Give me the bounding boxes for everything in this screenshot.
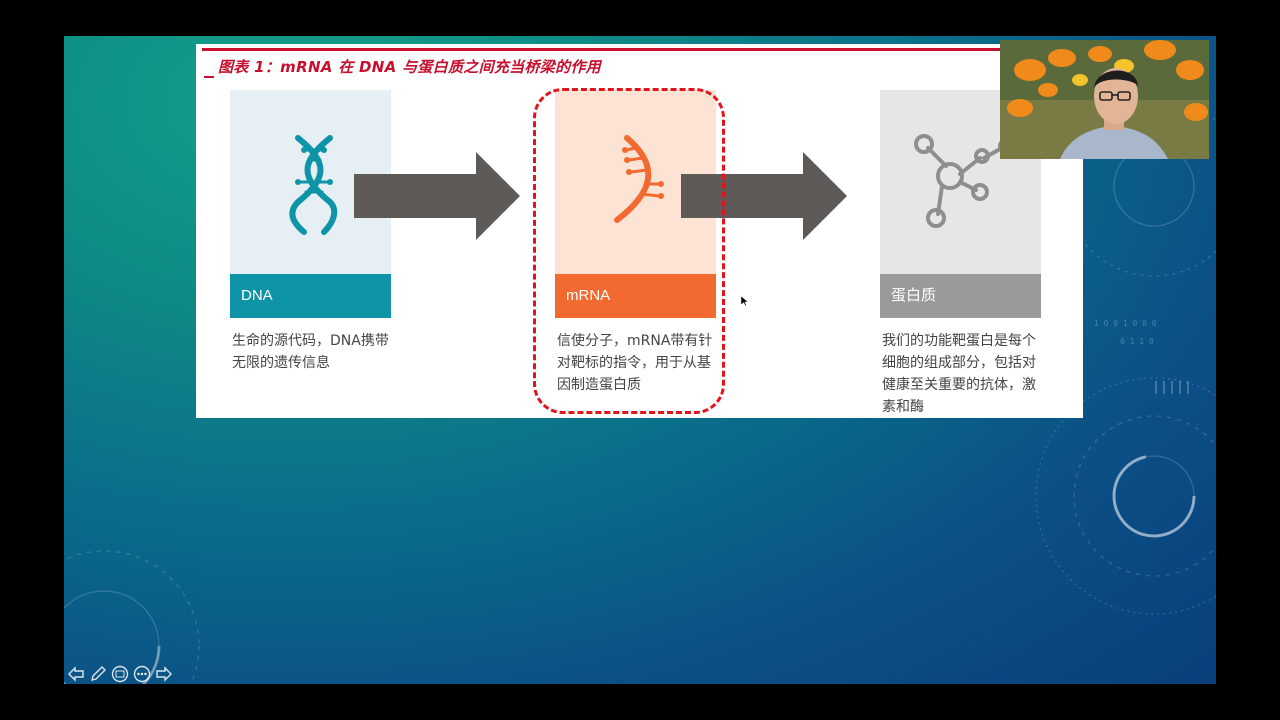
figure-title-mark xyxy=(204,76,214,78)
figure-title: 图表 1：mRNA 在 DNA 与蛋白质之间充当桥梁的作用 xyxy=(218,58,601,76)
dna-card-label: DNA xyxy=(230,274,391,318)
translation-label: 翻译 xyxy=(732,225,766,245)
next-slide-icon[interactable] xyxy=(154,664,174,684)
dna-helix-icon xyxy=(289,135,338,235)
slides-view-icon[interactable] xyxy=(110,664,130,684)
previous-slide-icon[interactable] xyxy=(66,664,86,684)
mrna-description: 信使分子，mRNA带有针对靶标的指令，用于从基因制造蛋白质 xyxy=(557,333,713,393)
more-options-icon[interactable] xyxy=(132,664,152,684)
mrna-highlight-outline xyxy=(533,88,725,414)
presenter-video-feed xyxy=(1000,40,1209,159)
mrna-card-label: mRNA xyxy=(555,274,716,318)
dna-card-image xyxy=(230,90,391,274)
presenter-webcam xyxy=(1000,40,1209,159)
dna-description: 生命的源代码，DNA携带无限的遗传信息 xyxy=(232,333,389,371)
mouse-cursor xyxy=(741,296,749,306)
mrna-strand-icon xyxy=(614,135,664,223)
protein-card-label: 蛋白质 xyxy=(880,274,1041,318)
figure-title-rule xyxy=(202,48,1083,51)
figure-panel: 图表 1：mRNA 在 DNA 与蛋白质之间充当桥梁的作用 xyxy=(196,44,1083,418)
pen-icon[interactable] xyxy=(88,664,108,684)
presentation-toolbar xyxy=(66,664,174,684)
transcription-label: 转录 xyxy=(406,225,440,245)
svg-text:0 1 1 0: 0 1 1 0 xyxy=(1120,337,1154,346)
protein-description: 我们的功能靶蛋白是每个细胞的组成部分，包括对健康至关重要的抗体，激素和酶 xyxy=(882,333,1036,415)
transcription-arrow xyxy=(354,152,520,240)
svg-text:1 0 0 1 0 0 0: 1 0 0 1 0 0 0 xyxy=(1094,319,1157,328)
